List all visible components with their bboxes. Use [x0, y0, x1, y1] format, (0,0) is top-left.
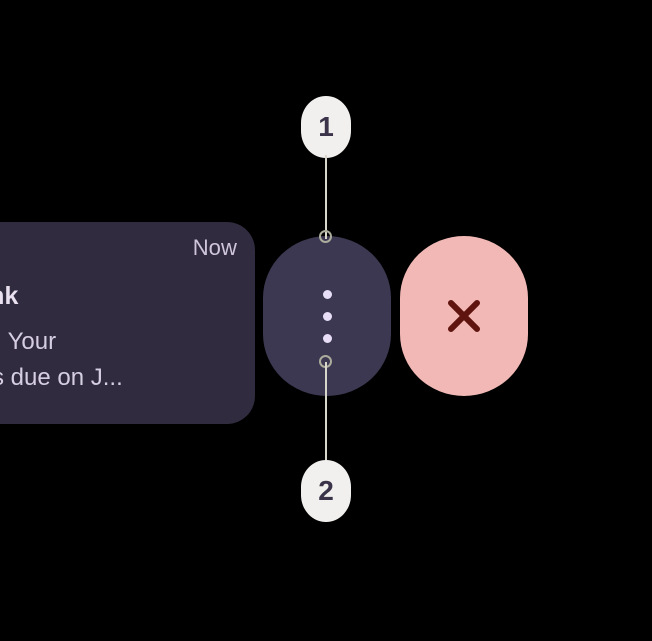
notification-title: bank	[0, 282, 19, 310]
step-badge-2: 2	[301, 460, 351, 522]
step-badge-1: 1	[301, 96, 351, 158]
target-ring-marker-1	[319, 230, 332, 243]
notification-body: der: Your nt is due on J...	[0, 328, 123, 391]
more-options-button[interactable]	[263, 236, 391, 396]
connector-line-2	[325, 362, 327, 462]
notification-timestamp: Now	[192, 235, 237, 260]
close-x-icon	[441, 293, 487, 339]
dismiss-button[interactable]	[400, 236, 528, 396]
notification-card[interactable]: Now bank der: Your nt is due on J...	[0, 222, 255, 424]
three-dots-vertical-icon	[322, 289, 332, 343]
connector-line-1	[325, 155, 327, 239]
